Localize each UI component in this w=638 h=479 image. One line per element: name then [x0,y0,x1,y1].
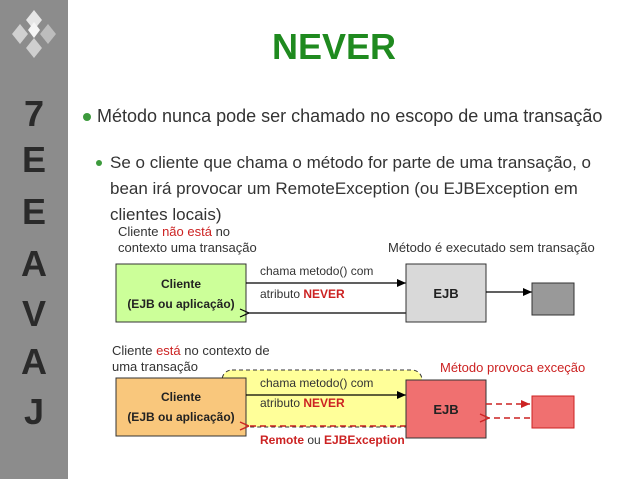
bullet-dot-icon [83,113,91,122]
sidebar-letter: E [21,191,46,232]
diagram2-call-label: chama metodo() com [260,376,373,390]
bullet-sub: Se o cliente que chama o método for part… [96,150,630,228]
sidebar-letter: 7 [23,93,45,134]
diagram1-call-label: chama metodo() com [260,264,373,278]
javaee-logo-icon [12,10,56,58]
diagram2-ejb-label: EJB [433,402,458,417]
diagram1-ejb-label: EJB [433,286,458,301]
diagram2-caption-line1: Cliente está no contexto de [112,343,270,358]
diagram1-caption-line1: Cliente não está no [118,224,230,239]
diagram1-caption-line2: contexto uma transação [118,240,257,255]
sidebar-letter: V [21,293,46,334]
diagram2-client-label1: Cliente [161,390,201,404]
bullet-main: Método nunca pode ser chamado no escopo … [83,106,602,127]
sidebar-letter: A [21,341,47,382]
bullet-dot-icon [96,160,102,166]
diagram2-ejb-box [405,379,487,439]
diagram1-ejb-box [405,263,487,323]
diagram1-client-label2: (EJB ou aplicação) [127,297,234,311]
sidebar-letter: J [23,391,45,432]
diagram2-client-box [115,377,247,437]
diagram1-right-caption: Método é executado sem transação [388,240,595,255]
slide-title: NEVER [272,26,397,67]
diagram2-attr-label: atributo NEVER [260,396,345,410]
sidebar-letter: A [21,243,47,284]
diagram2-right-caption: Método provoca exceção [440,360,585,375]
diagram1-attr-label: atributo NEVER [260,287,345,301]
sidebar: 7 E E A V A J [0,0,68,479]
diagram1-method-box [531,282,575,316]
diagram2-client-label2: (EJB ou aplicação) [127,410,234,424]
sidebar-letter: E [21,139,46,180]
diagram2-exception-label: Remote ou EJBException [260,433,405,447]
diagram2-caption-line2: uma transação [112,359,198,374]
diagram2-method-box [531,395,575,429]
bullet-sub-text: Se o cliente que chama o método for part… [110,153,592,224]
bullet-main-text: Método nunca pode ser chamado no escopo … [97,106,603,126]
diagram1-client-box [115,263,247,323]
diagram1-client-label1: Cliente [161,277,201,291]
